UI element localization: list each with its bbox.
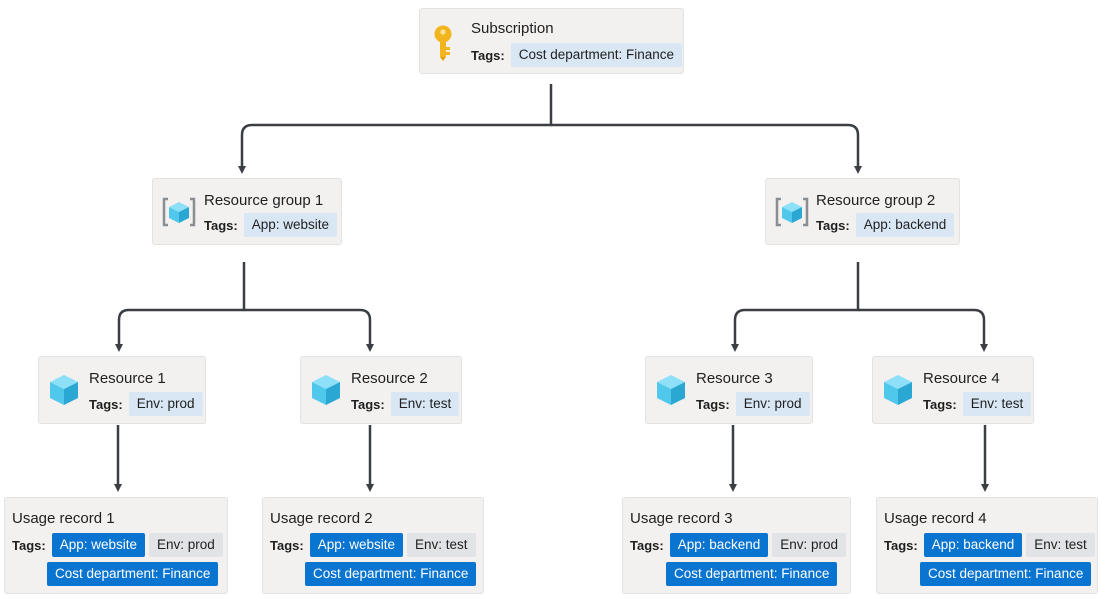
tag-env: Env: test	[390, 392, 460, 416]
usage-record-2-title: Usage record 2	[270, 510, 373, 527]
tag-app-inherited: App: backend	[669, 533, 769, 557]
resource-group-icon	[162, 197, 196, 227]
subscription-title: Subscription	[471, 20, 554, 37]
cube-icon	[884, 375, 912, 405]
tags-label: Tags:	[204, 217, 238, 233]
tag-env: Env: test	[1026, 533, 1095, 557]
tags-label: Tags:	[696, 396, 730, 412]
tags-label: Tags:	[471, 47, 505, 63]
tag-cost-department-inherited: Cost department: Finance	[305, 562, 477, 586]
usage-record-1-title: Usage record 1	[12, 510, 115, 527]
connector-rg2-resource4	[858, 308, 988, 352]
tags-label: Tags:	[630, 537, 664, 553]
tag-cost-department-inherited: Cost department: Finance	[666, 562, 838, 586]
tags-label: Tags:	[816, 217, 850, 233]
connector-subscription-rg1	[238, 84, 553, 174]
tags-label: Tags:	[351, 396, 385, 412]
tag-env: Env: prod	[149, 533, 223, 557]
tag-app: App: backend	[855, 213, 955, 237]
usage-record-1-node[interactable]: Usage record 1 Tags: App: website Env: p…	[4, 497, 228, 594]
cube-icon	[50, 375, 78, 405]
resource-4-title: Resource 4	[923, 370, 1000, 387]
tag-cost-department-inherited: Cost department: Finance	[920, 562, 1092, 586]
resource-4-node[interactable]: Resource 4 Tags: Env: test	[872, 356, 1034, 424]
tags-label: Tags:	[923, 396, 957, 412]
usage-record-3-title: Usage record 3	[630, 510, 733, 527]
tags-label: Tags:	[884, 537, 918, 553]
usage-record-2-node[interactable]: Usage record 2 Tags: App: website Env: t…	[262, 497, 484, 594]
tag-app-inherited: App: backend	[923, 533, 1023, 557]
resource-group-icon	[775, 197, 809, 227]
subscription-node[interactable]: Subscription Tags: Cost department: Fina…	[419, 8, 684, 74]
tag-cost-department: Cost department: Finance	[510, 43, 683, 67]
resource-group-1-node[interactable]: Resource group 1 Tags: App: website	[152, 178, 342, 245]
usage-record-3-node[interactable]: Usage record 3 Tags: App: backend Env: p…	[622, 497, 851, 594]
resource-3-node[interactable]: Resource 3 Tags: Env: prod	[645, 356, 813, 424]
tag-env: Env: prod	[128, 392, 203, 416]
cube-icon	[657, 375, 685, 405]
connector-subscription-rg2	[551, 123, 862, 174]
resource-1-title: Resource 1	[89, 370, 166, 387]
resource-group-1-title: Resource group 1	[204, 192, 324, 209]
tag-env: Env: prod	[772, 533, 847, 557]
tag-app-inherited: App: website	[51, 533, 146, 557]
resource-group-2-title: Resource group 2	[816, 192, 936, 209]
tags-label: Tags:	[89, 396, 123, 412]
connector-rg1-resource1	[115, 262, 246, 352]
tags-label: Tags:	[270, 537, 304, 553]
resource-2-node[interactable]: Resource 2 Tags: Env: test	[300, 356, 462, 424]
tag-env: Env: prod	[735, 392, 810, 416]
tag-cost-department-inherited: Cost department: Finance	[47, 562, 219, 586]
tag-env: Env: test	[407, 533, 476, 557]
resource-3-title: Resource 3	[696, 370, 773, 387]
tag-app-inherited: App: website	[309, 533, 404, 557]
connector-rg2-resource3	[731, 262, 860, 352]
tag-env: Env: test	[962, 392, 1032, 416]
connector-rg1-resource2	[244, 308, 374, 352]
resource-2-title: Resource 2	[351, 370, 428, 387]
cube-icon	[312, 375, 340, 405]
tag-app: App: website	[243, 213, 338, 237]
tags-label: Tags:	[12, 537, 46, 553]
resource-1-node[interactable]: Resource 1 Tags: Env: prod	[38, 356, 206, 424]
key-icon	[434, 25, 452, 61]
usage-record-4-node[interactable]: Usage record 4 Tags: App: backend Env: t…	[876, 497, 1098, 594]
usage-record-4-title: Usage record 4	[884, 510, 987, 527]
resource-group-2-node[interactable]: Resource group 2 Tags: App: backend	[765, 178, 960, 245]
